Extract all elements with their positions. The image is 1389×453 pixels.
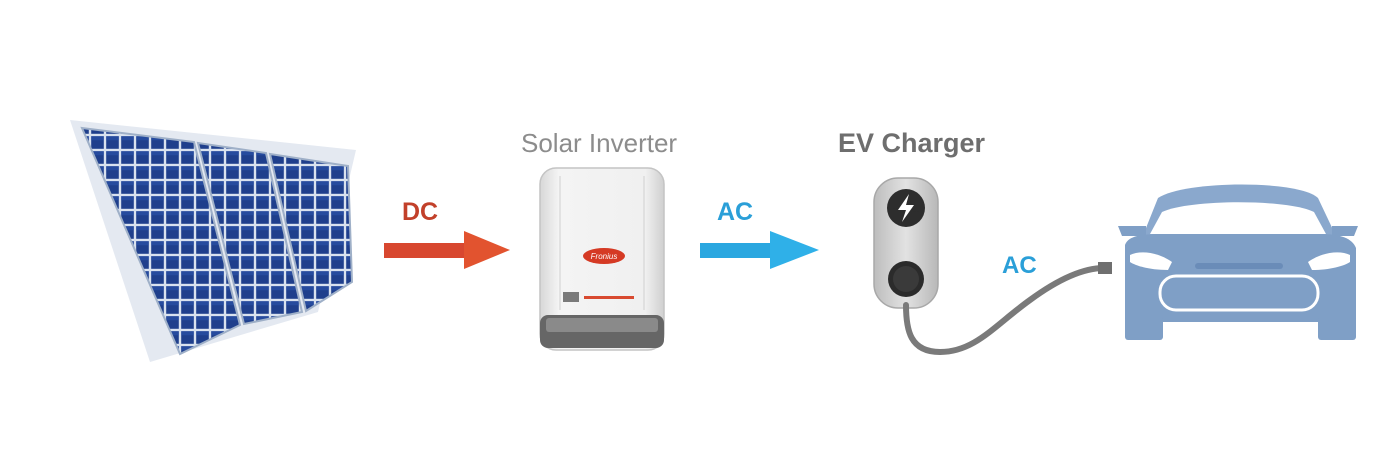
inverter-title: Solar Inverter bbox=[521, 128, 678, 158]
charging-cable bbox=[903, 265, 1107, 356]
ac-arrow bbox=[700, 231, 819, 269]
svg-text:Fronius: Fronius bbox=[591, 252, 618, 261]
ac-label-car: AC bbox=[1002, 252, 1037, 279]
dc-label: DC bbox=[402, 198, 439, 226]
electric-car-icon bbox=[1118, 184, 1358, 340]
ac-label-inverter: AC bbox=[717, 198, 754, 226]
lightning-bolt-icon bbox=[887, 189, 925, 227]
inverter-icon: Fronius bbox=[539, 167, 665, 351]
ev-charger-title: EV Charger bbox=[838, 128, 986, 158]
ev-charger-icon bbox=[873, 177, 939, 309]
solar-panel-icon bbox=[70, 120, 356, 362]
dc-arrow bbox=[384, 231, 510, 269]
